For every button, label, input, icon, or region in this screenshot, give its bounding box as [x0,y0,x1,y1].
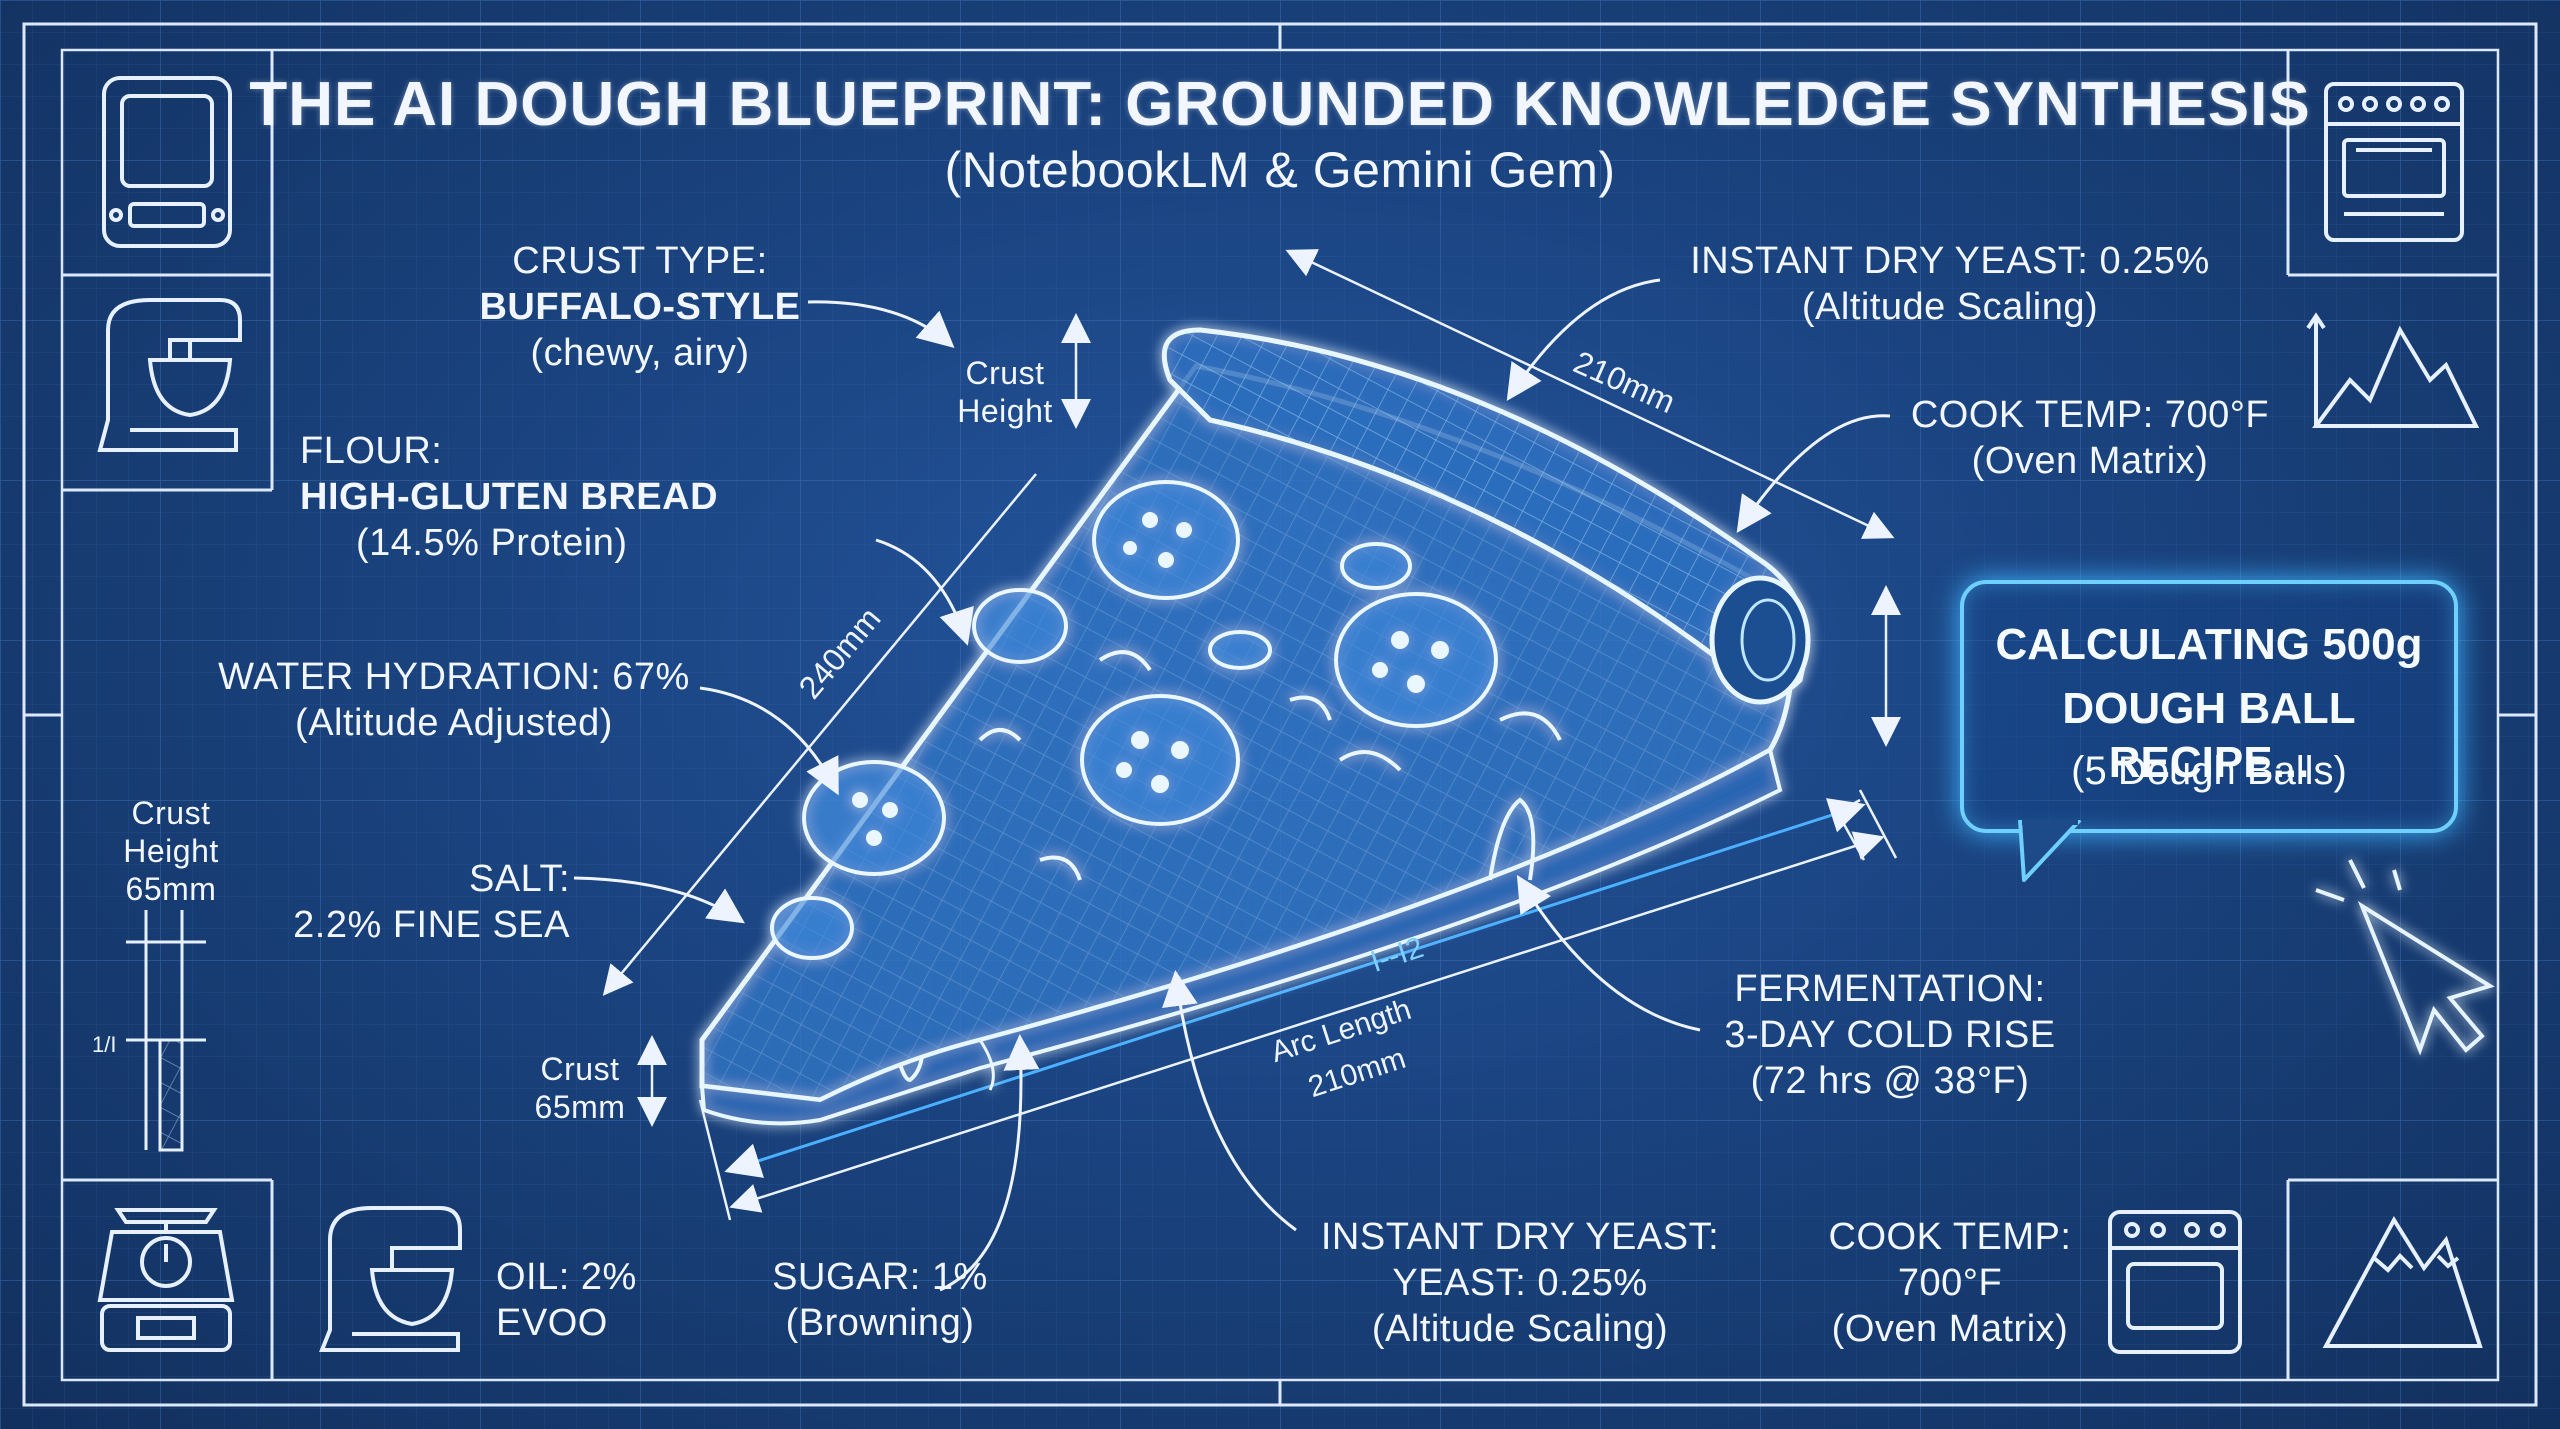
oven-icon [2324,82,2464,242]
oil-value: EVOO [496,1302,608,1344]
pizza-slice [699,327,1811,1126]
cook-temp-bottom-note: (Oven Matrix) [1831,1308,2069,1350]
cook-temp-top-note: (Oven Matrix) [1971,440,2209,482]
water-note: (Altitude Adjusted) [295,702,613,744]
cook-temp-top-heading: COOK TEMP: 700°F [1910,394,2270,436]
crust-type-note: (chewy, airy) [530,332,750,374]
yeast-bottom-note: (Altitude Scaling) [1371,1308,1669,1350]
yeast-bottom-heading: INSTANT DRY YEAST: [1320,1216,1720,1258]
crust-type-heading: CRUST TYPE: [512,240,768,282]
salt-value: 2.2% FINE SEA [293,904,570,946]
flour-note: (14.5% Protein) [356,522,628,564]
fermentation-note: (72 hrs @ 38°F) [1750,1060,2030,1102]
yeast-top-note: (Altitude Scaling) [1801,286,2099,328]
callout-arrows [573,278,1891,1292]
yeast-top-heading: INSTANT DRY YEAST: 0.25% [1690,240,2210,282]
crust-65-line2: 65mm [534,1089,626,1125]
crust-type-value: BUFFALO-STYLE [479,286,801,328]
sugar-note: (Browning) [785,1302,975,1344]
callout-line2: DOUGH BALL RECIPE... [2062,684,2356,787]
fermentation-heading: FERMENTATION: [1734,968,2046,1010]
arc-length-line [724,798,1866,1178]
callout-line1: CALCULATING 500g [1995,620,2423,669]
salt-heading: SALT: [468,858,570,900]
crust-height-left-line1: Crust [131,795,211,831]
scale-dial-icon [97,1208,235,1352]
crust-height-top-line1: Crust [965,355,1045,391]
outer-frame [22,22,2538,1407]
cursor-click-icon [2315,859,2495,1056]
mountain-chart-icon [2306,312,2480,428]
oven-icon-bottom [2108,1210,2242,1354]
crust-height-top-line2: Height [957,393,1053,429]
stand-mixer-icon-bottom [319,1206,462,1352]
crust-height-left-line2: Height [123,833,219,869]
cook-temp-bottom-heading: COOK TEMP: [1828,1216,2072,1258]
kitchen-scale-icon [102,76,232,248]
cook-temp-bottom-value: 700°F [1897,1262,2003,1304]
sugar-heading: SUGAR: 1% [772,1256,988,1298]
flour-heading: FLOUR: [300,430,443,472]
water-heading: WATER HYDRATION: 67% [218,656,690,698]
page-subtitle: (NotebookLM & Gemini Gem) [944,142,1616,198]
crust-65-line1: Crust [540,1051,620,1087]
small-tick-label: 1/I [92,1032,116,1057]
crust-height-ruler [126,910,206,1152]
callout-line3: (5 Dough Balls) [2071,749,2347,793]
stand-mixer-icon [97,298,242,452]
calculating-callout[interactable]: CALCULATING 500g DOUGH BALL RECIPE... (5… [1960,580,2458,833]
fermentation-value: 3-DAY COLD RISE [1724,1014,2056,1056]
page-title: THE AI DOUGH BLUEPRINT: GROUNDED KNOWLED… [249,70,2311,139]
oil-heading: OIL: 2% [496,1256,637,1298]
callout-tail [2018,820,2082,882]
mountain-icon [2322,1216,2483,1348]
yeast-bottom-value: YEAST: 0.25% [1392,1262,1648,1304]
flour-value: HIGH-GLUTEN BREAD [300,476,719,518]
crust-height-left-line3: 65mm [125,871,217,907]
